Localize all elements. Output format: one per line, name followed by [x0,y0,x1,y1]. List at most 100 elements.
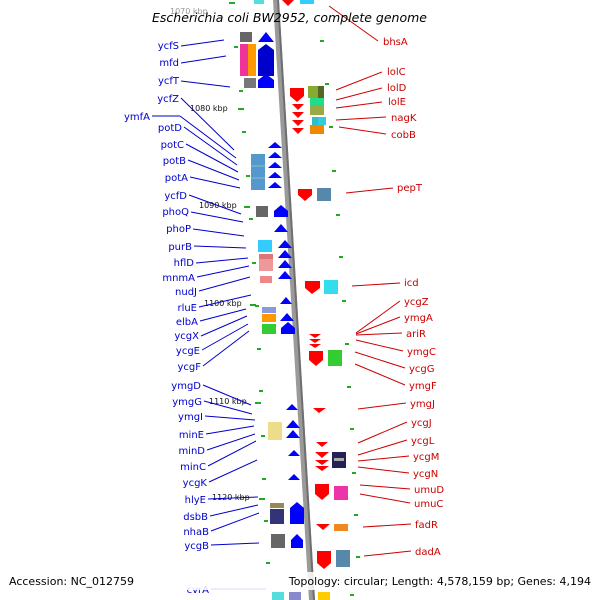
gene-label: elbA [176,317,198,328]
gene-arrow [278,260,292,268]
gene-label: phoQ [162,207,189,218]
gene-label: minD [178,446,205,457]
gene-arrow [274,205,288,217]
gene-block [317,188,331,201]
minus-strand-genes [282,0,350,600]
gene-block [256,206,268,217]
genome-summary: Topology: circular; Length: 4,578,159 bp… [288,575,591,588]
gene-label: ymgJ [410,399,435,410]
map-title: Escherichia coli BW2952, complete genome [152,10,427,25]
gene-arrow [315,460,329,465]
gene-label: dsbB [183,512,208,523]
gene-label: ycfT [158,76,180,87]
gene-arrow [317,551,331,569]
gene-label: purB [168,242,192,253]
gene-block [270,509,284,524]
gene-block [324,280,338,294]
gene-block [312,117,320,125]
gene-block [318,592,330,600]
gene-arrow [258,32,274,42]
gene-label: bhsA [383,37,408,48]
gene-block [310,105,324,115]
gene-label: ymgF [409,381,437,392]
gene-label: ycgE [176,346,200,357]
gene-label: lolE [388,97,406,108]
kbp-label-1070: 1070 kbp [170,7,208,16]
left-gene-labels: ycfS mfd ycfT ycfZ ymfA potD potC potB p… [124,41,209,596]
gene-arrow [258,44,274,76]
gene-label: ymgA [404,313,433,324]
gene-block [270,503,284,508]
gene-label: ariR [406,329,426,340]
gene-label: ycgF [177,362,201,373]
gene-block [262,307,276,313]
gene-block [336,550,350,567]
gene-arrow [268,162,282,168]
gene-arrow [278,250,292,258]
gene-block [268,422,282,440]
gene-label: dadA [415,547,441,558]
gene-block [260,276,272,283]
gene-arrow [316,524,330,530]
gene-arrow [268,172,282,178]
gene-arrow [315,452,329,458]
gene-arrow [258,74,274,88]
gene-arrow [290,88,304,102]
gene-label: potC [161,140,184,151]
gene-label: ycgG [409,364,435,375]
gene-arrow [292,104,304,110]
gene-label: umuD [414,485,444,496]
gene-arrow [274,224,288,232]
gene-block [240,44,248,76]
gene-block [318,117,326,125]
gene-label: ycgK [183,478,208,489]
gene-label: fadR [415,520,438,531]
gene-arrow [316,442,328,447]
genome-backbone [273,0,315,600]
gene-block [289,592,301,600]
gene-block [240,32,252,42]
gene-label: potB [163,156,186,167]
gene-label: ycgL [411,436,435,447]
gene-arrow [268,142,282,148]
position-ticks [229,2,360,596]
gene-arrow [309,334,321,338]
gene-arrow [280,313,294,321]
gene-label: ycfS [158,41,179,52]
gene-label: ycgJ [411,418,432,429]
gene-block [308,86,318,98]
gene-label: hflD [174,258,195,269]
gene-block [262,314,276,322]
gene-label: nudJ [175,287,197,298]
gene-block [262,324,276,334]
gene-block [334,524,348,531]
gene-arrow [278,240,292,248]
gene-label: ycgX [174,331,199,342]
gene-block [300,0,314,4]
gene-label: cvrA [187,585,210,596]
gene-label: cobB [391,130,416,141]
gene-label: ymgC [407,347,436,358]
gene-label: hlyE [185,495,206,506]
gene-label: lolC [387,67,406,78]
gene-block [248,44,256,76]
gene-block [258,240,272,252]
gene-block [259,254,273,259]
gene-arrow [286,420,300,428]
gene-block [254,0,264,4]
gene-arrow [292,128,304,134]
gene-arrow [268,152,282,158]
right-gene-labels: bhsA lolC lolD lolE nagK cobB pepT icd y… [383,37,444,558]
gene-label: ymgG [172,397,202,408]
gene-label: mfd [159,58,179,69]
kbp-label-1120: 1120 kbp [212,493,250,502]
gene-label: ymfA [124,112,150,123]
gene-block [259,259,273,271]
accession-label: Accession: NC_012759 [9,575,134,588]
gene-block [334,486,348,500]
gene-label: icd [404,278,419,289]
gene-label: ycgZ [404,297,429,308]
gene-label: nagK [391,113,417,124]
gene-arrow [309,344,321,348]
